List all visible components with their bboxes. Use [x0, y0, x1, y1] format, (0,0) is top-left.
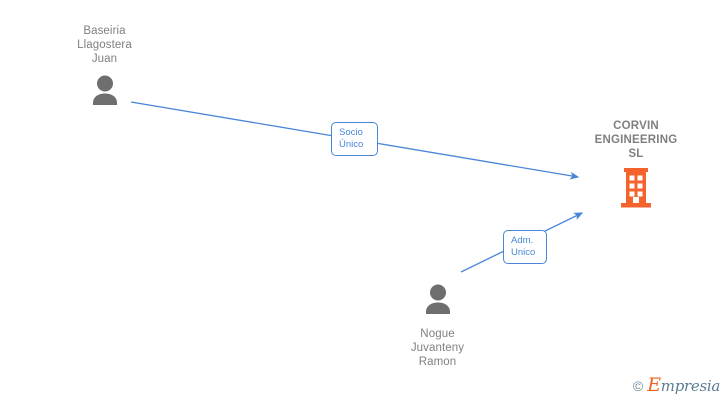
relation-chip-adm-unico[interactable]: Adm. Unico — [503, 230, 547, 264]
person-label-baseiria: Baseiria Llagostera Juan — [77, 25, 132, 65]
person-node-baseiria[interactable]: Baseiria Llagostera Juan — [52, 24, 157, 111]
company-name-label: CORVIN ENGINEERING SL — [594, 120, 678, 160]
copyright-icon: © — [632, 378, 644, 394]
watermark-brand-initial: E — [647, 374, 661, 396]
watermark-empresia: © Empresia — [632, 376, 721, 395]
relation-chip-socio-unico[interactable]: Socio Único — [331, 122, 378, 156]
person-label-nogue: Nogue Juvanteny Ramon — [410, 328, 465, 368]
company-node-corvin[interactable]: CORVIN ENGINEERING SL — [571, 119, 701, 213]
person-node-nogue[interactable]: Nogue Juvanteny Ramon — [385, 283, 490, 369]
person-icon — [88, 74, 122, 111]
watermark-brand: Empresia — [647, 376, 721, 395]
building-icon — [617, 168, 655, 213]
person-icon — [421, 283, 455, 320]
watermark-brand-rest: mpresia — [660, 377, 721, 395]
